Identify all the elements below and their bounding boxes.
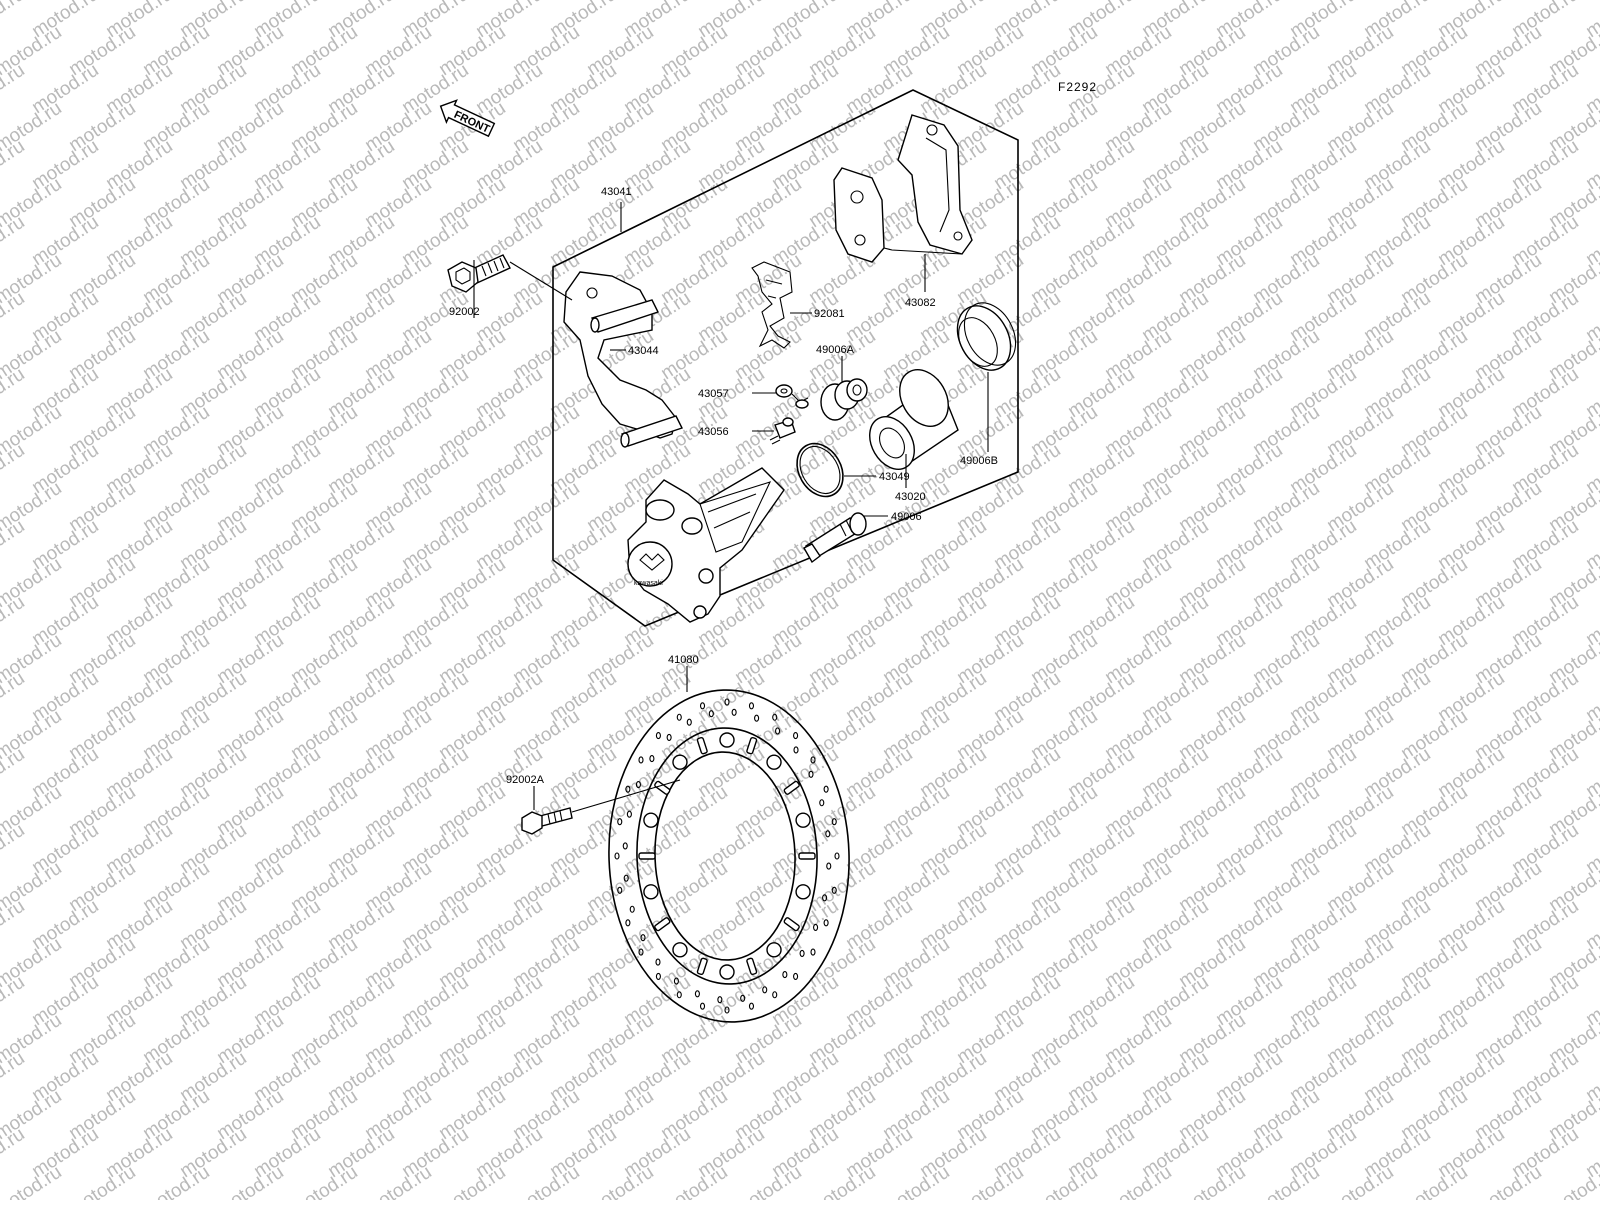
disc-vent-hole [794,733,798,739]
watermark-text: motod.ru [65,1162,139,1200]
disc-vent-hole [656,733,660,739]
disc-vent-hole [835,853,839,859]
label-43041: 43041 [601,186,632,198]
watermark-text: motod.ru [0,592,29,650]
watermark-text: motod.ru [879,1162,953,1200]
label-49006A: 49006A [816,344,855,356]
label-92081: 92081 [814,308,845,320]
disc-vent-hole [820,800,824,806]
disc-rivet [767,755,781,769]
label-43020: 43020 [895,491,926,503]
watermark-text: motod.ru [1471,1162,1545,1200]
watermark-text: motod.ru [1101,1162,1175,1200]
disc-vent-hole [824,786,828,792]
label-43049: 43049 [879,471,910,483]
watermark-text: motod.ru [287,1162,361,1200]
watermark-text: motod.ru [0,744,29,802]
disc-vent-hole [656,959,660,965]
watermark-text: motod.ru [0,0,29,42]
watermark-text: motod.ru [0,1124,29,1182]
disc-rivet [767,943,781,957]
disc-vent-hole [749,703,753,709]
disc-slot [799,853,815,859]
disc-rivet [720,965,734,979]
label-43057: 43057 [698,388,729,400]
watermark-text: motod.ru [0,820,29,878]
disc-vent-hole [626,920,630,926]
watermark-text: motod.ru [435,1162,509,1200]
watermark-text: motod.ru [0,440,29,498]
disc-vent-hole [794,747,798,753]
label-92002A: 92002A [506,774,545,786]
disc-vent-hole [623,843,627,849]
watermark-text: motod.ru [0,516,29,574]
disc-rivet [673,943,687,957]
label-41080: 41080 [668,654,699,666]
watermark-text: motod.ru [0,1048,29,1106]
disc-rivet [644,813,658,827]
disc-rivet [720,733,734,747]
watermark-text: motod.ru [731,1162,805,1200]
watermark-text: motod.ru [361,1162,435,1200]
watermark-text: motod.ru [1175,1162,1249,1200]
label-49006B: 49006B [960,455,998,467]
watermark-text: motod.ru [805,1162,879,1200]
watermark-text: motod.ru [1249,1162,1323,1200]
disc-vent-hole [650,756,654,762]
watermark-text: motod.ru [509,1162,583,1200]
label-92002: 92002 [449,306,480,318]
disc-vent-hole [783,972,787,978]
watermark-text: motod.ru [1323,1162,1397,1200]
disc-vent-hole [677,714,681,720]
disc-vent-hole [755,715,759,721]
watermark-text: motod.ru [1027,1162,1101,1200]
watermark-text: motod.ru [0,364,29,422]
disc-slot [639,853,655,859]
reference-code: F2292 [1058,80,1097,94]
label-43056: 43056 [698,426,729,438]
watermark-text: motod.ru [0,668,29,726]
label-43044: 43044 [628,345,659,357]
disc-rivet [673,755,687,769]
disc-vent-hole [794,973,798,979]
watermark-text: motod.ru [0,288,29,346]
watermark-text: motod.ru [953,1162,1027,1200]
watermark-text: motod.ru [0,60,29,118]
disc-vent-hole [811,949,815,955]
watermark-text: motod.ru [0,136,29,194]
watermark-text: motod.ru [0,972,29,1030]
disc-vent-hole [639,757,643,763]
label-49006: 49006 [891,511,922,523]
watermark-text: motod.ru [139,1162,213,1200]
label-43082: 43082 [905,297,936,309]
watermark-text: motod.ru [0,896,29,954]
disc-slot [654,781,670,795]
watermark-text: motod.ru [213,1162,287,1200]
watermark-text: motod.ru [583,1162,657,1200]
disc-vent-hole [732,709,736,715]
disc-rivet [796,885,810,899]
disc-vent-hole [630,906,634,912]
disc-vent-hole [773,992,777,998]
disc-vent-hole [615,853,619,859]
watermark-text: motod.ru [657,1162,731,1200]
disc-rivet [644,885,658,899]
svg-text:kawasaki: kawasaki [634,580,663,587]
watermark-text: motod.ru [1397,1162,1471,1200]
disc-rivet [796,813,810,827]
disc-vent-hole [749,1003,753,1009]
disc-vent-hole [695,991,699,997]
disc-vent-hole [687,719,691,725]
disc-vent-hole [827,863,831,869]
watermark-text: motod.ru [0,212,29,270]
